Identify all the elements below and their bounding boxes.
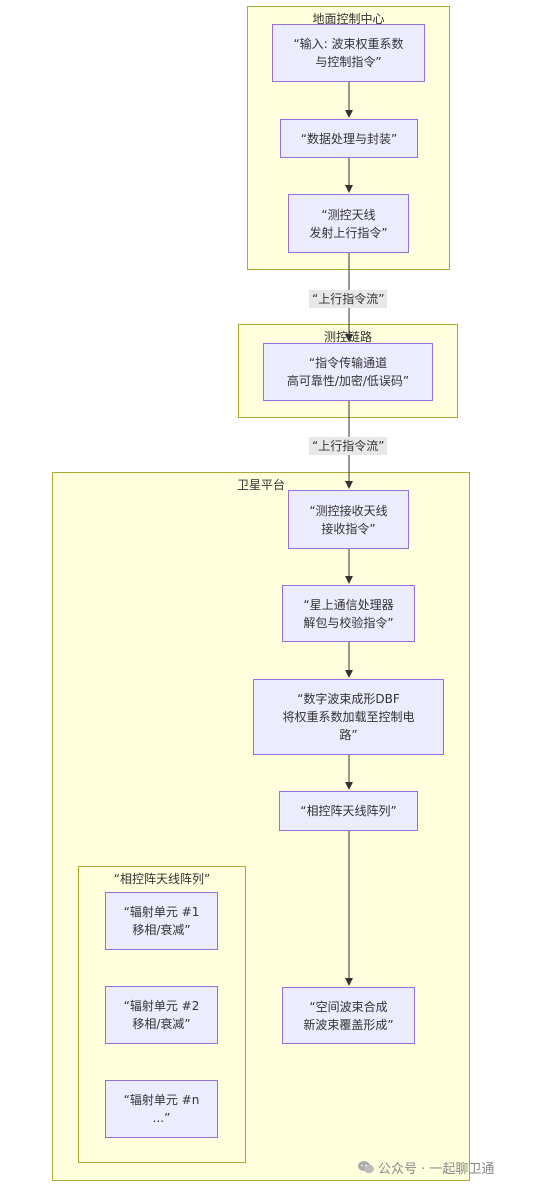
node-input-weights: “输入: 波束权重系数 与控制指令” bbox=[272, 24, 425, 82]
node-tt-antenna: “测控天线 发射上行指令” bbox=[288, 194, 409, 253]
cluster-title-satellite: 卫星平台 bbox=[236, 478, 285, 492]
watermark-text: 公众号 · 一起聊卫通 bbox=[378, 1162, 495, 1177]
node-rx-antenna: “测控接收天线 接收指令” bbox=[288, 490, 409, 549]
node-command-channel: “指令传输通道 高可靠性/加密/低误码” bbox=[263, 343, 433, 401]
node-data-process: “数据处理与封装” bbox=[280, 119, 418, 158]
node-dbf: “数字波束成形DBF 将权重系数加载至控制电 路” bbox=[253, 679, 444, 755]
node-beam-synthesis: “空间波束合成 新波束覆盖形成” bbox=[282, 987, 415, 1044]
node-element-2: “辐射单元 #2 移相/衰减” bbox=[105, 986, 218, 1044]
node-onboard-processor: “星上通信处理器 解包与校验指令” bbox=[282, 585, 415, 642]
node-element-n: “辐射单元 #n ...” bbox=[105, 1080, 218, 1138]
edge-label-uplink-2: “上行指令流” bbox=[309, 437, 388, 455]
watermark: 公众号 · 一起聊卫通 bbox=[358, 1158, 494, 1177]
cluster-title-ground: 地面控制中心 bbox=[312, 12, 385, 26]
wechat-icon bbox=[358, 1161, 374, 1174]
node-phased-array: “相控阵天线阵列” bbox=[279, 791, 418, 831]
edge-label-uplink-1: “上行指令流” bbox=[309, 290, 388, 308]
node-element-1: “辐射单元 #1 移相/衰减” bbox=[105, 892, 218, 950]
cluster-title-array: “相控阵天线阵列” bbox=[113, 872, 211, 886]
